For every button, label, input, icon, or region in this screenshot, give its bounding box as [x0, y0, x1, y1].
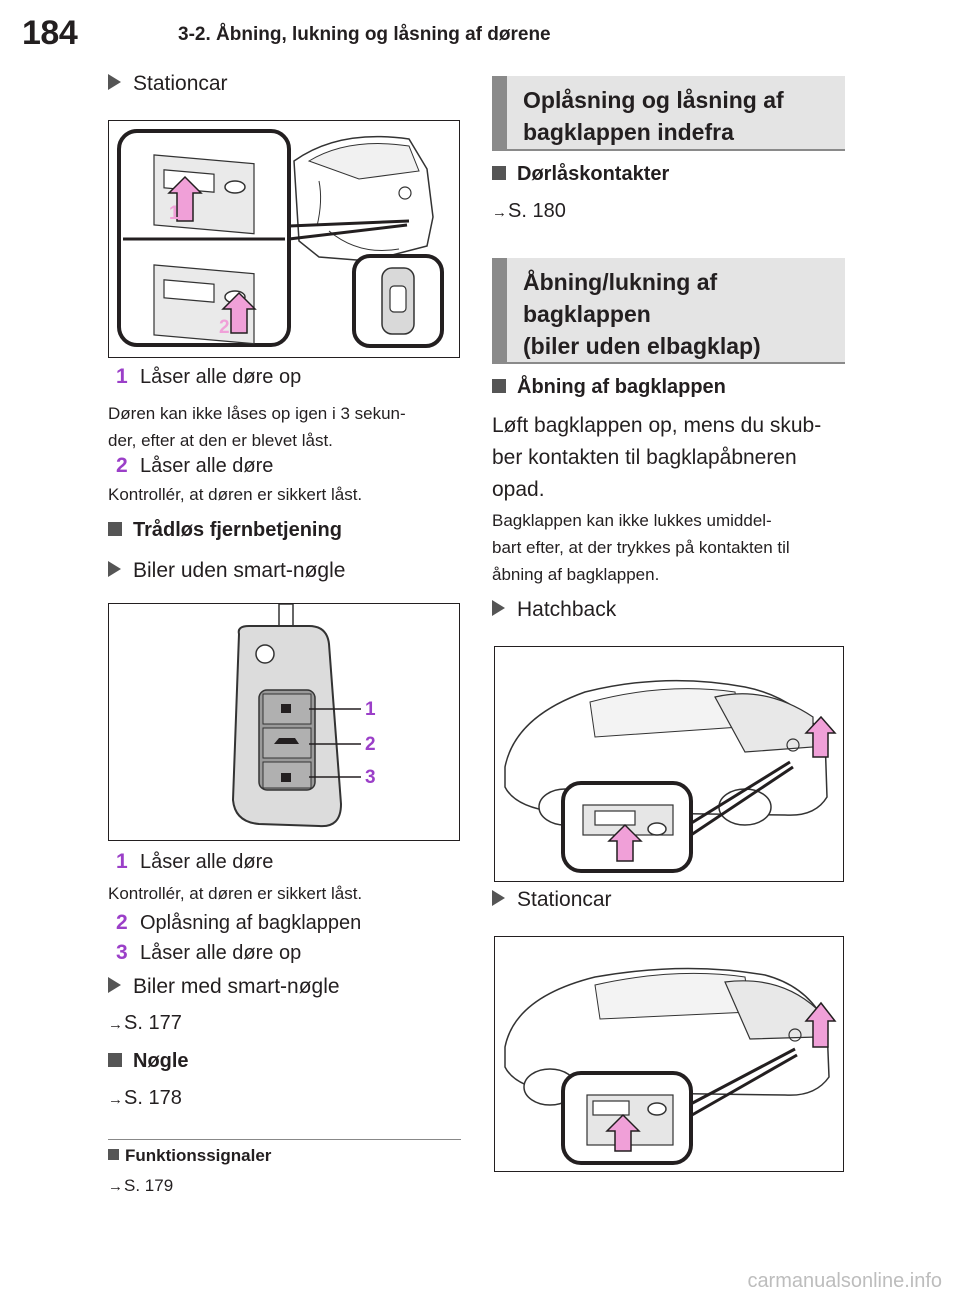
- note-text: Kontrollér, at døren er sikkert låst.: [108, 884, 363, 903]
- triangle-bullet-icon: [108, 561, 121, 578]
- section-title: 3-2. Åbning, lukning og låsning af døren…: [178, 24, 551, 45]
- body-line: Løft bagklappen op, mens du skub-: [492, 414, 822, 437]
- heading-label: Funktionssignaler: [125, 1146, 272, 1165]
- list-item: 2 Låser alle døre: [116, 454, 273, 478]
- subheading-label: Stationcar: [133, 72, 228, 95]
- item-text: Låser alle døre op: [140, 942, 302, 964]
- figure-callout-2: 2: [219, 317, 230, 338]
- heading-label: Åbning af bagklappen: [517, 376, 726, 398]
- page-reference[interactable]: →S. 179: [108, 1176, 173, 1196]
- box-title-line: bagklappen indefra: [523, 119, 734, 145]
- page-number: 184: [22, 14, 78, 52]
- box-title-line: Oplåsning og låsning af: [523, 87, 784, 113]
- heading-label: Trådløs fjernbetjening: [133, 519, 342, 541]
- reference-text[interactable]: S. 177: [124, 1012, 182, 1034]
- reference-text[interactable]: S. 178: [124, 1087, 182, 1109]
- subheading-smart-key: Biler med smart-nøgle: [108, 975, 340, 999]
- box-title-line: bagklappen: [523, 301, 651, 327]
- subheading-hatchback: Hatchback: [492, 598, 616, 622]
- heading-door-switch: Dørlåskontakter: [492, 163, 669, 186]
- item-text: Låser alle døre: [140, 455, 274, 477]
- body-line: ber kontakten til bagklapåbneren: [492, 446, 797, 469]
- car-rear-illustration: [117, 129, 444, 348]
- heading-key: Nøgle: [108, 1050, 189, 1073]
- subheading-no-smart-key: Biler uden smart-nøgle: [108, 559, 345, 583]
- arrow-right-icon: →: [492, 204, 507, 221]
- note-text: Bagklappen kan ikke lukkes umiddel- bart…: [492, 507, 790, 588]
- page-reference[interactable]: →S. 178: [108, 1087, 182, 1110]
- square-bullet-icon: [108, 1149, 119, 1161]
- square-bullet-icon: [492, 378, 506, 393]
- body-paragraph: Løft bagklappen op, mens du skub- ber ko…: [492, 410, 821, 506]
- list-item: 3 Låser alle døre op: [116, 941, 301, 965]
- reference-text[interactable]: S. 179: [124, 1176, 174, 1195]
- arrow-right-icon: →: [108, 1091, 123, 1108]
- watermark: carmanualsonline.info: [747, 1270, 942, 1292]
- note-text: Kontrollér, at døren er sikkert låst.: [108, 485, 363, 504]
- body-line: opad.: [492, 478, 545, 501]
- remote-key-illustration: [231, 604, 361, 828]
- subheading-label: Biler uden smart-nøgle: [133, 559, 346, 582]
- item-number: 1: [116, 850, 128, 873]
- list-item: 1 Låser alle døre: [116, 850, 273, 874]
- note-line: der, efter at den er blevet låst.: [108, 431, 333, 450]
- section-divider: [108, 1139, 461, 1140]
- reference-text[interactable]: S. 180: [508, 200, 566, 222]
- box-title-line: Åbning/lukning af: [523, 269, 718, 295]
- figure-callout-1: 1: [169, 203, 180, 224]
- heading-label: Nøgle: [133, 1050, 189, 1072]
- note-line: åbning af bagklappen.: [492, 565, 660, 584]
- hatchback-illustration: [504, 679, 837, 873]
- heading-signals: Funktionssignaler: [108, 1146, 271, 1166]
- figure-callout-1: 1: [365, 699, 376, 720]
- note-line: bart efter, at der trykkes på kontakten …: [492, 538, 790, 557]
- arrow-right-icon: →: [108, 1016, 123, 1033]
- triangle-bullet-icon: [492, 890, 505, 907]
- subheading-label: Stationcar: [517, 888, 612, 911]
- section-box-opening: Åbning/lukning af bagklappen (biler uden…: [492, 258, 845, 364]
- item-number: 1: [116, 365, 128, 388]
- note-text: Døren kan ikke låses op igen i 3 sekun- …: [108, 400, 406, 454]
- figure-callout-2: 2: [365, 734, 376, 755]
- arrow-right-icon: →: [108, 1178, 123, 1195]
- figure-stationcar: [494, 936, 844, 1172]
- square-bullet-icon: [108, 1052, 122, 1067]
- note-line: Bagklappen kan ikke lukkes umiddel-: [492, 511, 772, 530]
- list-item: 2 Oplåsning af bagklappen: [116, 911, 361, 935]
- item-text: Låser alle døre op: [140, 366, 302, 388]
- figure-tailgate-switch: 1 2: [108, 120, 460, 358]
- triangle-bullet-icon: [492, 600, 505, 617]
- item-text: Låser alle døre: [140, 851, 274, 873]
- page-reference[interactable]: →S. 180: [492, 200, 566, 223]
- triangle-bullet-icon: [108, 977, 121, 994]
- subheading-stationcar: Stationcar: [492, 888, 612, 912]
- item-text: Oplåsning af bagklappen: [140, 912, 362, 934]
- figure-hatchback: [494, 646, 844, 882]
- heading-remote: Trådløs fjernbetjening: [108, 519, 342, 542]
- box-title-line: (biler uden elbagklap): [523, 333, 761, 359]
- section-box-inside: Oplåsning og låsning af bagklappen indef…: [492, 76, 845, 151]
- heading-label: Dørlåskontakter: [517, 163, 670, 185]
- subheading-label: Biler med smart-nøgle: [133, 975, 340, 998]
- figure-remote-key: 1 2 3: [108, 603, 460, 841]
- triangle-bullet-icon: [108, 74, 121, 91]
- heading-opening: Åbning af bagklappen: [492, 376, 726, 399]
- page-reference[interactable]: →S. 177: [108, 1012, 182, 1035]
- subheading-stationcar: Stationcar: [108, 72, 228, 96]
- square-bullet-icon: [492, 165, 506, 180]
- subheading-label: Hatchback: [517, 598, 617, 621]
- stationcar-illustration: [504, 967, 837, 1165]
- note-line: Døren kan ikke låses op igen i 3 sekun-: [108, 404, 406, 423]
- item-number: 2: [116, 454, 128, 477]
- list-item: 1 Låser alle døre op: [116, 365, 301, 389]
- figure-callout-3: 3: [365, 767, 376, 788]
- item-number: 3: [116, 941, 128, 964]
- item-number: 2: [116, 911, 128, 934]
- square-bullet-icon: [108, 521, 122, 536]
